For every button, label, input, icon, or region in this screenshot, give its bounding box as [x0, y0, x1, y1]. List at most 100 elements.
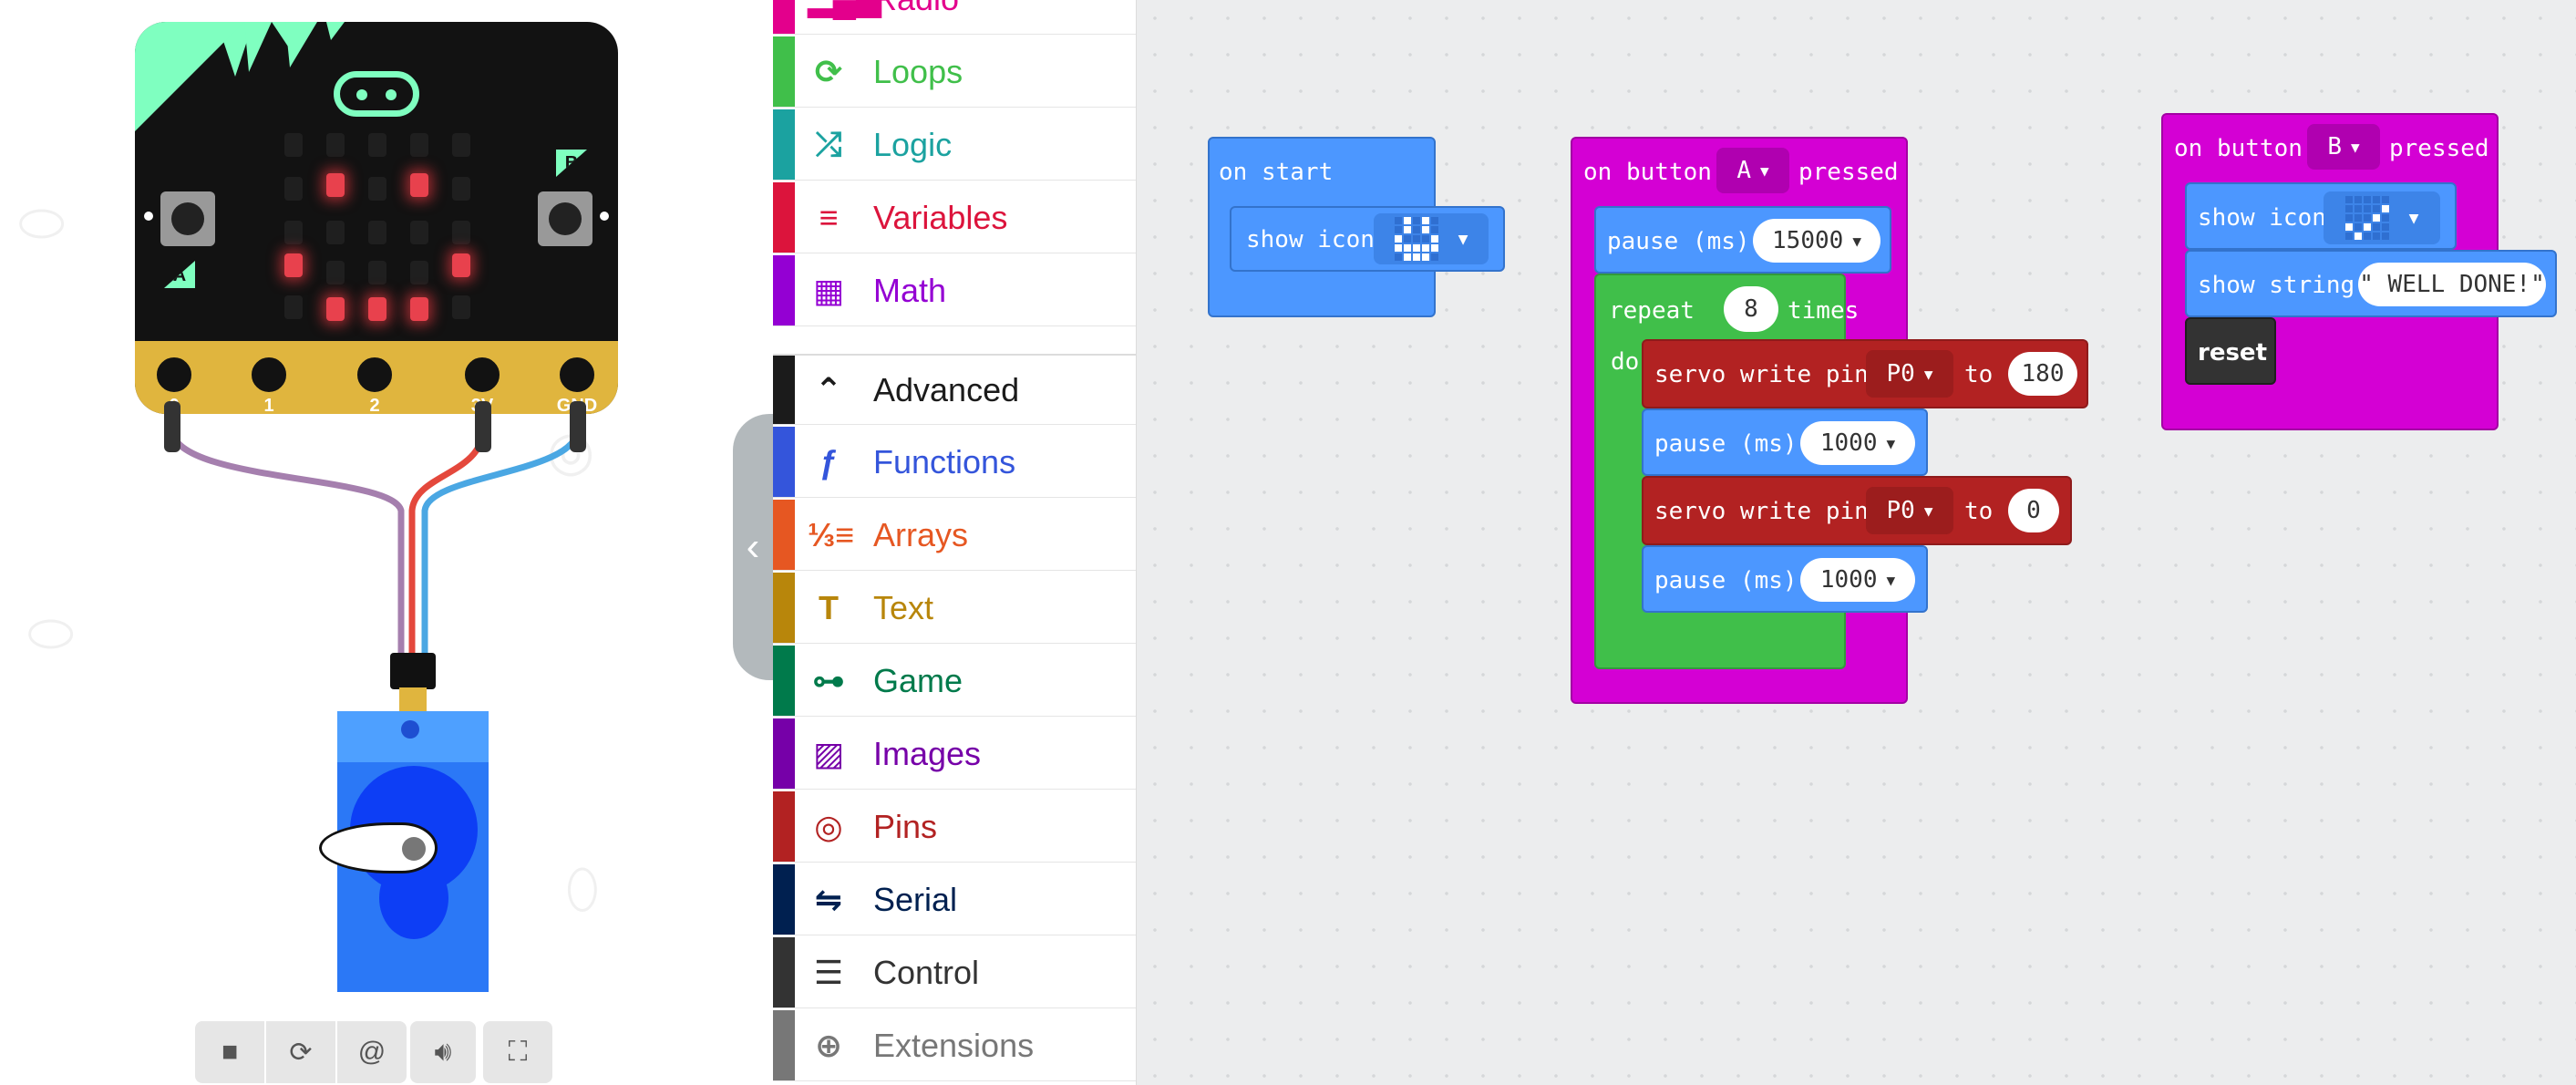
- pin-0[interactable]: [151, 352, 197, 398]
- block-label: to: [1964, 498, 1994, 525]
- category-label: Extensions: [873, 1026, 1035, 1064]
- stop-icon[interactable]: ■: [195, 1021, 264, 1083]
- pause-value: 15000: [1772, 227, 1844, 254]
- pause-input[interactable]: 15000▼: [1753, 219, 1880, 263]
- category-label: Loops: [873, 52, 963, 90]
- button-a[interactable]: [160, 191, 215, 246]
- pause-block[interactable]: pause (ms) 15000▼: [1594, 206, 1891, 274]
- pause-value: 1000: [1819, 429, 1878, 457]
- toolbox-category-game[interactable]: ⊶Game: [773, 646, 1136, 717]
- category-color-stripe: [773, 427, 795, 497]
- pin-gnd[interactable]: [554, 352, 600, 398]
- checkmark-icon: [2344, 196, 2389, 240]
- chevron-down-icon: ▼: [1886, 434, 1896, 452]
- toolbox-category-text[interactable]: T Text: [773, 573, 1136, 644]
- category-color-stripe: [773, 646, 795, 716]
- text-icon: T: [819, 588, 839, 626]
- category-color-stripe: [773, 109, 795, 180]
- block-label: show icon: [2198, 204, 2326, 232]
- block-label: reset: [2198, 339, 2267, 367]
- pin-2[interactable]: [352, 352, 397, 398]
- repeat-count-input[interactable]: 8: [1724, 286, 1778, 332]
- icon-dropdown[interactable]: ▼: [1374, 213, 1489, 264]
- fullscreen-icon[interactable]: ⛶: [483, 1021, 552, 1083]
- category-label: Pins: [873, 807, 938, 845]
- pin-1[interactable]: [246, 352, 292, 398]
- restart-icon[interactable]: ⟳: [266, 1021, 335, 1083]
- button-dropdown[interactable]: A▼: [1716, 148, 1789, 193]
- block-label: on button: [2174, 135, 2303, 162]
- numbered-list-icon: ⅓≡: [808, 515, 855, 553]
- reset-block[interactable]: reset: [2185, 317, 2276, 385]
- block-label: to: [1964, 361, 1994, 388]
- show-string-block[interactable]: show string " WELL DONE!": [2185, 250, 2557, 317]
- radio-signal-icon: ▂▄▆: [808, 0, 881, 18]
- show-icon-block[interactable]: show icon ▼: [2185, 182, 2457, 250]
- category-label: Text: [873, 588, 934, 626]
- pause-block[interactable]: pause (ms) 1000▼: [1642, 408, 1928, 476]
- toolbox-category-pins[interactable]: ◎ Pins: [773, 791, 1136, 863]
- angle-input[interactable]: 0: [2008, 489, 2059, 532]
- blocks-workspace[interactable]: on start show icon ▼ on button A▼ presse…: [1137, 0, 2576, 1085]
- dropdown-value: A: [1736, 157, 1751, 184]
- toolbox-category-logic[interactable]: ⤮Logic: [773, 109, 1136, 181]
- category-color-stripe: [773, 255, 795, 326]
- toolbox-category-advanced[interactable]: ⌃Advanced: [773, 354, 1136, 425]
- pin-dropdown[interactable]: P0▼: [1866, 350, 1953, 398]
- category-label: Serial: [873, 880, 958, 918]
- loop-icon: ⟳: [814, 52, 843, 90]
- angle-input[interactable]: 180: [2008, 352, 2077, 396]
- icon-dropdown[interactable]: ▼: [2324, 191, 2440, 244]
- servo-horn: [319, 822, 438, 873]
- chevron-down-icon: ▼: [1923, 501, 1933, 520]
- string-input[interactable]: " WELL DONE!": [2358, 263, 2546, 306]
- toolbox-category-arrays[interactable]: ⅓≡ Arrays: [773, 500, 1136, 571]
- block-label: pressed: [1798, 159, 1899, 186]
- chevron-left-icon: ‹: [746, 524, 760, 569]
- block-label: pause (ms): [1607, 228, 1750, 255]
- category-color-stripe: [773, 36, 795, 107]
- pin-label: 2: [369, 396, 380, 414]
- servo-write-block[interactable]: servo write pin P0▼ to 0: [1642, 476, 2072, 545]
- category-color-stripe: [773, 937, 795, 1008]
- slow-motion-icon[interactable]: @: [337, 1021, 407, 1083]
- block-label: on button: [1583, 159, 1712, 186]
- pin-dropdown[interactable]: P0▼: [1866, 487, 1953, 534]
- microbit-board[interactable]: A B 0 1 2 3V GND: [135, 22, 618, 414]
- category-color-stripe: [773, 500, 795, 570]
- category-label: Logic: [873, 125, 953, 163]
- toolbox-category-extensions[interactable]: ⊕Extensions: [773, 1010, 1136, 1081]
- toolbox-category-serial[interactable]: ⇋Serial: [773, 864, 1136, 935]
- servo-motor[interactable]: [319, 711, 489, 992]
- pause-input[interactable]: 1000▼: [1800, 558, 1915, 602]
- smiley-icon: [1394, 217, 1438, 261]
- button-dropdown[interactable]: B▼: [2307, 124, 2380, 170]
- logo-touch-icon[interactable]: [334, 71, 419, 117]
- block-label: show string: [2198, 272, 2355, 299]
- block-label: servo write pin: [1654, 361, 1869, 388]
- category-color-stripe: [773, 864, 795, 935]
- servo-write-block[interactable]: servo write pin P0▼ to 180: [1642, 339, 2088, 408]
- category-label: Arrays: [873, 515, 969, 553]
- sound-icon[interactable]: 🔊︎: [410, 1021, 476, 1083]
- pause-input[interactable]: 1000 ▼: [1800, 421, 1915, 465]
- category-label: Math: [873, 271, 947, 309]
- chevron-down-icon: ▼: [1760, 161, 1769, 180]
- toolbox-category-radio[interactable]: ▂▄▆Radio: [773, 0, 1136, 35]
- category-color-stripe: [773, 718, 795, 789]
- dropdown-value: P0: [1886, 360, 1915, 388]
- toolbox-category-images[interactable]: ▨Images: [773, 718, 1136, 790]
- toolbox-category-control[interactable]: ☰Control: [773, 937, 1136, 1008]
- chevron-down-icon: ▼: [2408, 208, 2419, 228]
- pin-3v[interactable]: [459, 352, 505, 398]
- pause-block[interactable]: pause (ms) 1000▼: [1642, 545, 1928, 613]
- toolbox-category-variables[interactable]: ≡Variables: [773, 182, 1136, 253]
- category-label: Control: [873, 953, 980, 991]
- toolbox-category-loops[interactable]: ⟳ Loops: [773, 36, 1136, 108]
- button-b[interactable]: [538, 191, 592, 246]
- toolbox-category-math[interactable]: ▦Math: [773, 255, 1136, 326]
- show-icon-block[interactable]: show icon ▼: [1230, 206, 1505, 272]
- collapse-simulator-button[interactable]: ‹: [733, 414, 773, 680]
- target-icon: ◎: [814, 807, 843, 845]
